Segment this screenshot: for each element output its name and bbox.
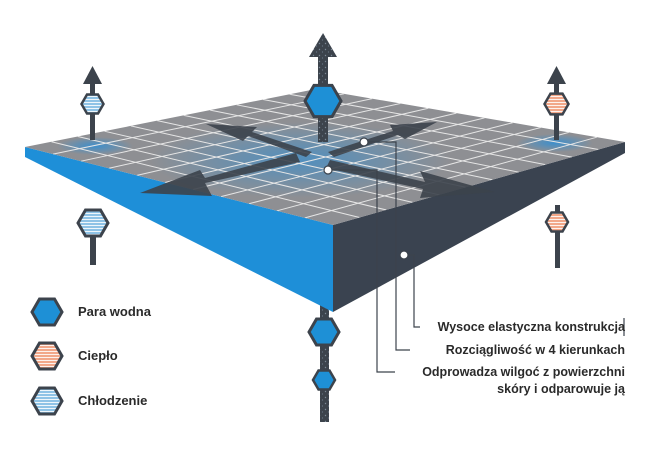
legend-label-cooling: Chłodzenie bbox=[78, 393, 148, 408]
grid-line bbox=[220, 122, 513, 198]
callout-leaders bbox=[328, 141, 625, 373]
callout-moisture-wicking: Odprowadza wilgoć z powierzchni skóry i … bbox=[422, 364, 625, 398]
callout-dots bbox=[323, 137, 409, 260]
leader-elastic bbox=[404, 254, 420, 328]
legend-label-heat: Ciepło bbox=[78, 348, 118, 363]
legend-heat-hexagon-icon bbox=[30, 341, 64, 371]
leader-moisture bbox=[328, 169, 395, 373]
callout-elastic-construction: Wysoce elastyczna konstrukcja bbox=[437, 320, 625, 334]
dot-moisture bbox=[323, 165, 333, 175]
arrow-left bbox=[140, 153, 300, 196]
legend-water-vapor-hexagon-icon bbox=[30, 297, 64, 327]
heat-hexagon-icon bbox=[544, 211, 570, 233]
grid-line bbox=[276, 131, 569, 212]
grid-line bbox=[157, 120, 466, 188]
cooling-hexagon-icon bbox=[76, 208, 110, 238]
dot-elastic bbox=[399, 250, 409, 260]
arrow-up-right bbox=[328, 122, 437, 157]
grid-line bbox=[248, 127, 541, 205]
grid-line bbox=[304, 136, 598, 219]
fabric-front-edge-right bbox=[333, 142, 625, 312]
callout-four-way-stretch: Rozciągliwość w 4 kierunkach bbox=[445, 343, 625, 357]
water-vapor-hexagon-icon bbox=[311, 369, 337, 391]
legend-label-water-vapor: Para wodna bbox=[78, 304, 151, 319]
grid-line bbox=[52, 93, 345, 155]
dot-stretch bbox=[359, 137, 369, 147]
water-vapor-hexagon-icon bbox=[303, 83, 343, 119]
heat-hexagon-icon bbox=[543, 92, 570, 116]
arrow-up-left bbox=[206, 124, 312, 157]
water-vapor-hexagon-icon bbox=[307, 317, 341, 347]
fabric-front-edge-left bbox=[25, 147, 333, 312]
legend-icons bbox=[30, 297, 64, 416]
grid-line bbox=[136, 107, 429, 176]
legend-cooling-hexagon-icon bbox=[30, 386, 64, 416]
callout-moisture-line2: skóry i odparowuje ją bbox=[497, 382, 625, 396]
leader-stretch bbox=[364, 141, 410, 351]
callout-moisture-line1: Odprowadza wilgoć z powierzchni bbox=[422, 365, 625, 379]
cooling-hexagon-icon bbox=[80, 93, 105, 115]
lower-stems bbox=[90, 205, 560, 422]
